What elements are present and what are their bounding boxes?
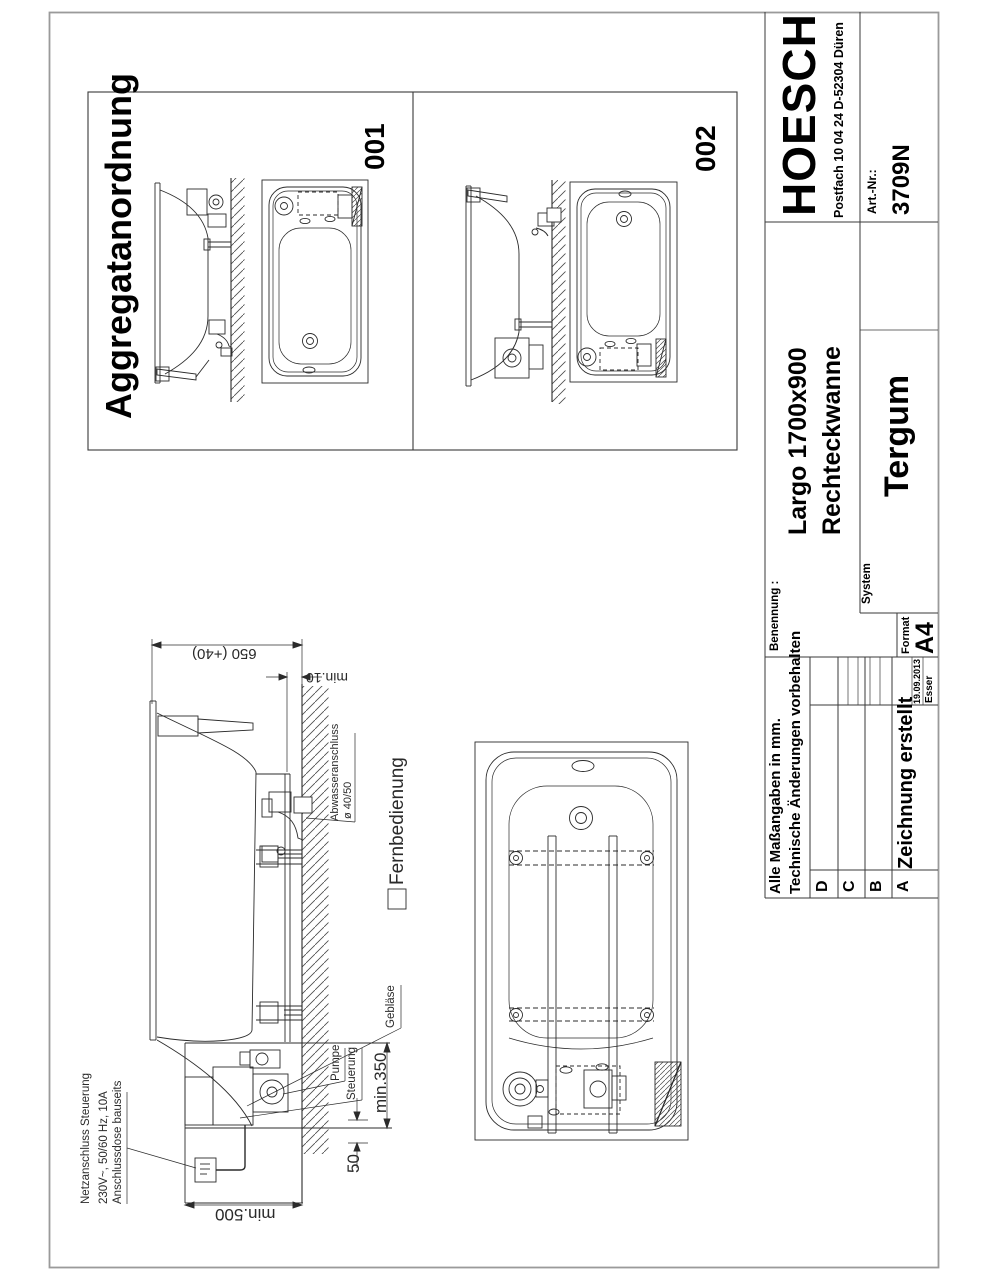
page-frame: [48, 11, 940, 1269]
revision-date: 19.09.2013: [912, 658, 922, 704]
dim-service-depth: min.350: [371, 1052, 390, 1113]
system-label: System: [861, 563, 873, 604]
art-nr-value: 3709N: [888, 144, 915, 215]
benennung-label: Benennung :: [769, 580, 781, 651]
main-plan-view: [474, 741, 689, 1141]
variant-002: 002: [690, 125, 721, 172]
socket-symbol: [194, 1157, 217, 1183]
product-name-line2: Rechteckwanne: [818, 346, 846, 535]
format-value: A4: [911, 622, 939, 654]
dim-floor-gap: min.10: [306, 670, 349, 686]
revision-row-a: A: [895, 880, 912, 892]
aggregat-panel-box: [87, 91, 738, 451]
product-name-line1: Largo 1700x900: [784, 347, 812, 535]
title-block-lines: [764, 12, 938, 899]
brand-logo: HOESCH: [773, 13, 825, 216]
main-side-view: [126, 639, 407, 1209]
revision-text: Zeichnung erstellt: [895, 696, 917, 869]
system-value: Tergum: [878, 374, 916, 497]
revision-name: Esser: [924, 675, 935, 703]
blower-label: Gebläse: [385, 985, 397, 1028]
art-nr-label: Art.-Nr.:: [865, 169, 879, 214]
note-units: Alle Maßangaben in mm.: [767, 718, 784, 894]
control-label: Steuerung: [346, 1046, 358, 1100]
variant-001: 001: [359, 123, 390, 170]
drain-label-line2: ø 40/50: [342, 781, 354, 819]
revision-row-d: D: [814, 880, 831, 892]
power-label-line1: Netzanschluss Steuerung: [80, 1072, 92, 1204]
remote-control-symbol: [387, 888, 407, 910]
revision-row-b: B: [868, 880, 885, 892]
aggregat-title: Aggregatanordnung: [98, 73, 139, 419]
power-label-line3: Anschlussdose bauseits: [112, 1080, 124, 1204]
dim-height: 650 (+40): [192, 645, 257, 662]
panel-001-drawing: [154, 178, 369, 402]
dim-offset: 50: [344, 1154, 363, 1173]
panel-002-drawing: [465, 180, 678, 404]
dim-service-width: min.500: [215, 1205, 276, 1224]
pump-label: Pumpe: [330, 1044, 342, 1081]
power-label-line2: 230V~, 50/60 Hz, 10A: [98, 1091, 110, 1204]
drain-label-line1: Abwasseranschluss: [329, 723, 341, 821]
brand-address: Postfach 10 04 24 D-52304 Düren: [832, 22, 846, 218]
remote-label: Fernbedienung: [387, 757, 408, 885]
note-changes: Technische Änderungen vorbehalten: [787, 630, 804, 894]
revision-row-c: C: [841, 880, 858, 892]
